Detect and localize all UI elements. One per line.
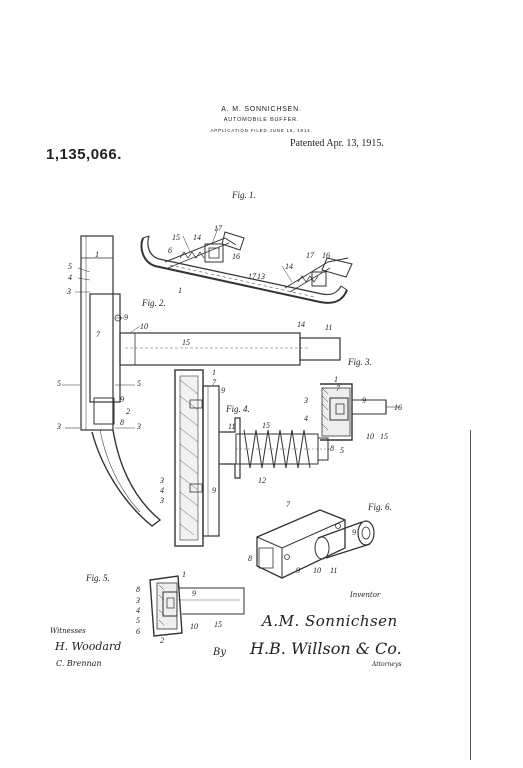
ref-numeral: 1 <box>178 286 182 295</box>
inventor-label: Inventor <box>350 591 381 599</box>
patent-date: Patented Apr. 13, 1915. <box>290 138 384 149</box>
ref-numeral: 10 <box>140 322 148 331</box>
ref-numeral: 16 <box>232 252 240 261</box>
ref-numeral: 9 <box>352 528 356 537</box>
ref-numeral: 1 <box>182 570 186 579</box>
ref-numeral: 8 <box>120 418 124 427</box>
figure-4-section <box>174 369 330 547</box>
ref-numeral: 5 <box>57 379 61 388</box>
ref-numeral: 7 <box>286 500 290 509</box>
by-label: By <box>213 647 226 658</box>
ref-numeral: 6 <box>136 627 140 636</box>
ref-numeral: 7 <box>212 378 216 387</box>
figure-3-label: Fig. 3. <box>348 357 372 367</box>
figure-1-buffer-perspective <box>140 231 353 304</box>
patent-number: 1,135,066. <box>46 146 122 163</box>
leader-lines <box>75 227 293 334</box>
ref-numeral: 9 <box>120 395 124 404</box>
ref-numeral: 14 <box>193 233 201 242</box>
ref-numeral: 10 <box>313 566 321 575</box>
ref-numeral: 15 <box>172 233 180 242</box>
ref-numeral: 4 <box>304 414 308 423</box>
ref-numeral: 7 <box>336 384 340 393</box>
attorneys-label: Attorneys <box>372 661 402 668</box>
ref-numeral: 16 <box>322 251 330 260</box>
ref-numeral: 3 <box>160 476 164 485</box>
figure-6-bracket-perspective <box>256 509 375 579</box>
ref-numeral: 3 <box>57 422 61 431</box>
ref-numeral: 17 <box>248 272 256 281</box>
ref-numeral: 11 <box>325 323 333 332</box>
ref-numeral: 6 <box>168 246 172 255</box>
ref-numeral: 2 <box>126 407 130 416</box>
ref-numeral: 9 <box>124 313 128 322</box>
figure-5-label: Fig. 5. <box>86 573 110 583</box>
ref-numeral: 17 <box>306 251 314 260</box>
ref-numeral: 1 <box>212 368 216 377</box>
ref-numeral: 9 <box>212 486 216 495</box>
ref-numeral: 15 <box>380 432 388 441</box>
application-filed-line: APPLICATION FILED JUNE 15, 1914. <box>210 128 313 133</box>
ref-numeral: 5 <box>68 262 72 271</box>
ref-numeral: 15 <box>182 338 190 347</box>
ref-numeral: 8 <box>136 585 140 594</box>
figure-4-label: Fig. 4. <box>226 404 250 414</box>
ref-numeral: 14 <box>297 320 305 329</box>
ref-numeral: 3 <box>160 496 164 505</box>
ref-numeral: 10 <box>366 432 374 441</box>
figure-2-label: Fig. 2. <box>142 298 166 308</box>
ref-numeral: 5 <box>340 446 344 455</box>
ref-numeral: 13 <box>257 272 265 281</box>
ref-numeral: 10 <box>190 622 198 631</box>
ref-numeral: 3 <box>136 596 140 605</box>
ref-numeral: 17 <box>214 224 222 233</box>
ref-numeral: 5 <box>137 379 141 388</box>
witness-2-signature: C. Brennan <box>56 659 102 668</box>
scan-edge-line <box>470 430 471 760</box>
ref-numeral: 9 <box>192 589 196 598</box>
figure-5-cross-section <box>149 575 245 637</box>
witness-1-signature: H. Woodard <box>55 640 122 653</box>
ref-numeral: 4 <box>136 606 140 615</box>
figure-3-end-view <box>320 383 400 441</box>
ref-numeral: 15 <box>214 620 222 629</box>
ref-numeral: 5 <box>136 616 140 625</box>
ref-numeral: 9 <box>362 396 366 405</box>
inventor-signature: A.M. Sonnichsen <box>262 612 398 630</box>
ref-numeral: 1 <box>95 250 99 259</box>
ref-numeral: 7 <box>96 330 100 339</box>
inventor-name-header: A. M. SONNICHSEN. <box>221 106 302 113</box>
ref-numeral: 11 <box>330 566 338 575</box>
attorneys-signature: H.B. Willson & Co. <box>250 639 402 658</box>
ref-numeral: 9 <box>221 386 225 395</box>
witnesses-label: Witnesses <box>50 627 86 635</box>
ref-numeral: 14 <box>285 262 293 271</box>
ref-numeral: 8 <box>330 444 334 453</box>
invention-title: AUTOMOBILE BUFFER. <box>223 117 300 123</box>
ref-numeral: 3 <box>304 396 308 405</box>
ref-numeral: 12 <box>258 476 266 485</box>
ref-numeral: 3 <box>137 422 141 431</box>
ref-numeral: 8 <box>248 554 252 563</box>
ref-numeral: 3 <box>67 287 71 296</box>
ref-numeral: 2 <box>160 636 164 645</box>
ref-numeral: 15 <box>262 421 270 430</box>
ref-numeral: 16 <box>394 403 402 412</box>
ref-numeral: 11 <box>228 422 236 431</box>
ref-numeral: 4 <box>160 486 164 495</box>
ref-numeral: 9 <box>296 566 300 575</box>
ref-numeral: 4 <box>68 273 72 282</box>
ref-numeral: 1 <box>334 375 338 384</box>
figure-2-side-elevation <box>62 235 341 527</box>
figure-1-label: Fig. 1. <box>232 190 256 200</box>
figure-6-label: Fig. 6. <box>368 502 392 512</box>
